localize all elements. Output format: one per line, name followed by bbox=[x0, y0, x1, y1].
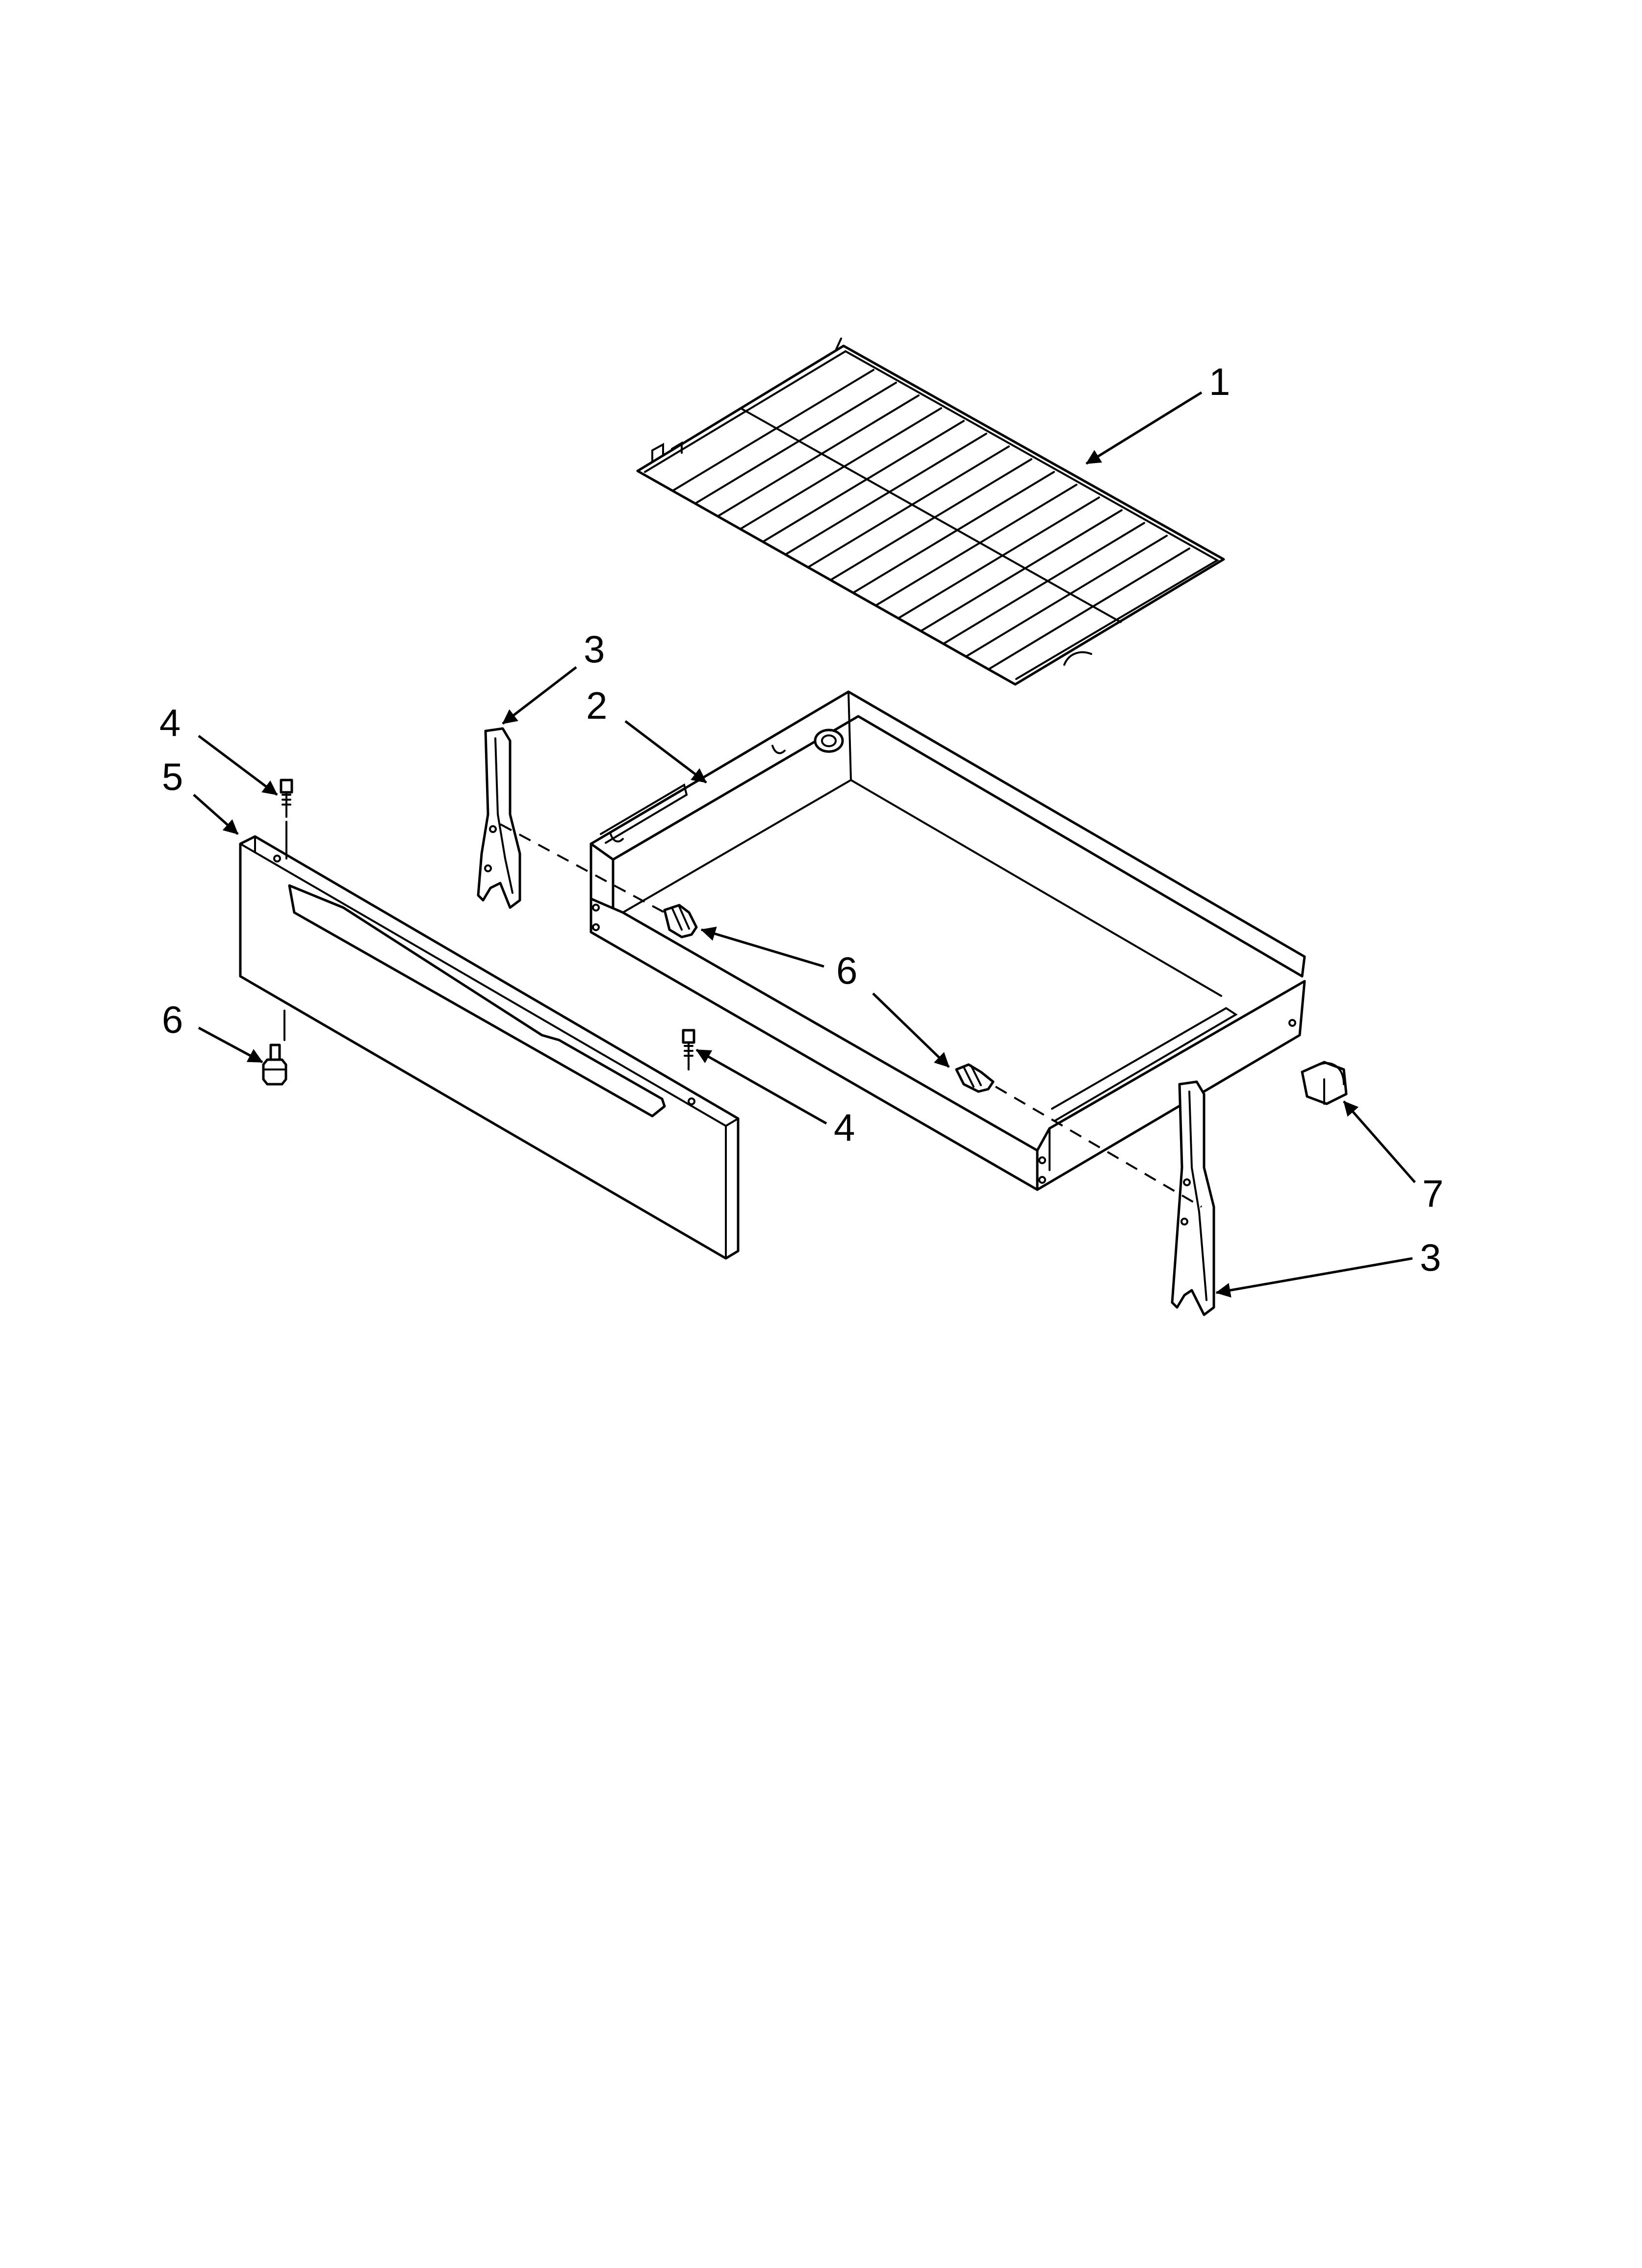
callout-5: 5 bbox=[162, 755, 183, 798]
rack-wires bbox=[672, 369, 1190, 670]
callout-4-bottom: 4 bbox=[834, 1106, 855, 1149]
callout-1: 1 bbox=[1209, 360, 1230, 403]
shoulder-screw-middle-lower bbox=[955, 1063, 995, 1093]
drawer-slide-bracket-right bbox=[1171, 1080, 1215, 1316]
drawer-front-panel bbox=[239, 835, 740, 1260]
callout-6-left: 6 bbox=[162, 998, 183, 1041]
shoulder-screw-left bbox=[262, 1043, 287, 1086]
clip bbox=[1301, 1061, 1348, 1105]
screw-4-right bbox=[682, 1029, 695, 1070]
shoulder-screw-middle-upper bbox=[663, 904, 698, 938]
assembly-line-right bbox=[995, 1086, 1203, 1208]
callout-4-top: 4 bbox=[159, 701, 180, 744]
assembly-line-left bbox=[500, 823, 665, 913]
callout-6-middle: 6 bbox=[836, 949, 857, 992]
callout-7: 7 bbox=[1422, 1172, 1443, 1215]
leader-lines bbox=[193, 391, 1416, 1298]
oven-rack bbox=[636, 338, 1225, 686]
drawer-slide-bracket-left bbox=[477, 727, 521, 909]
callout-3-top: 3 bbox=[584, 627, 605, 671]
screw-4-left bbox=[280, 779, 293, 818]
callout-3-bottom: 3 bbox=[1420, 1236, 1441, 1279]
callout-2: 2 bbox=[586, 684, 607, 727]
drawer-pan bbox=[590, 690, 1306, 1191]
